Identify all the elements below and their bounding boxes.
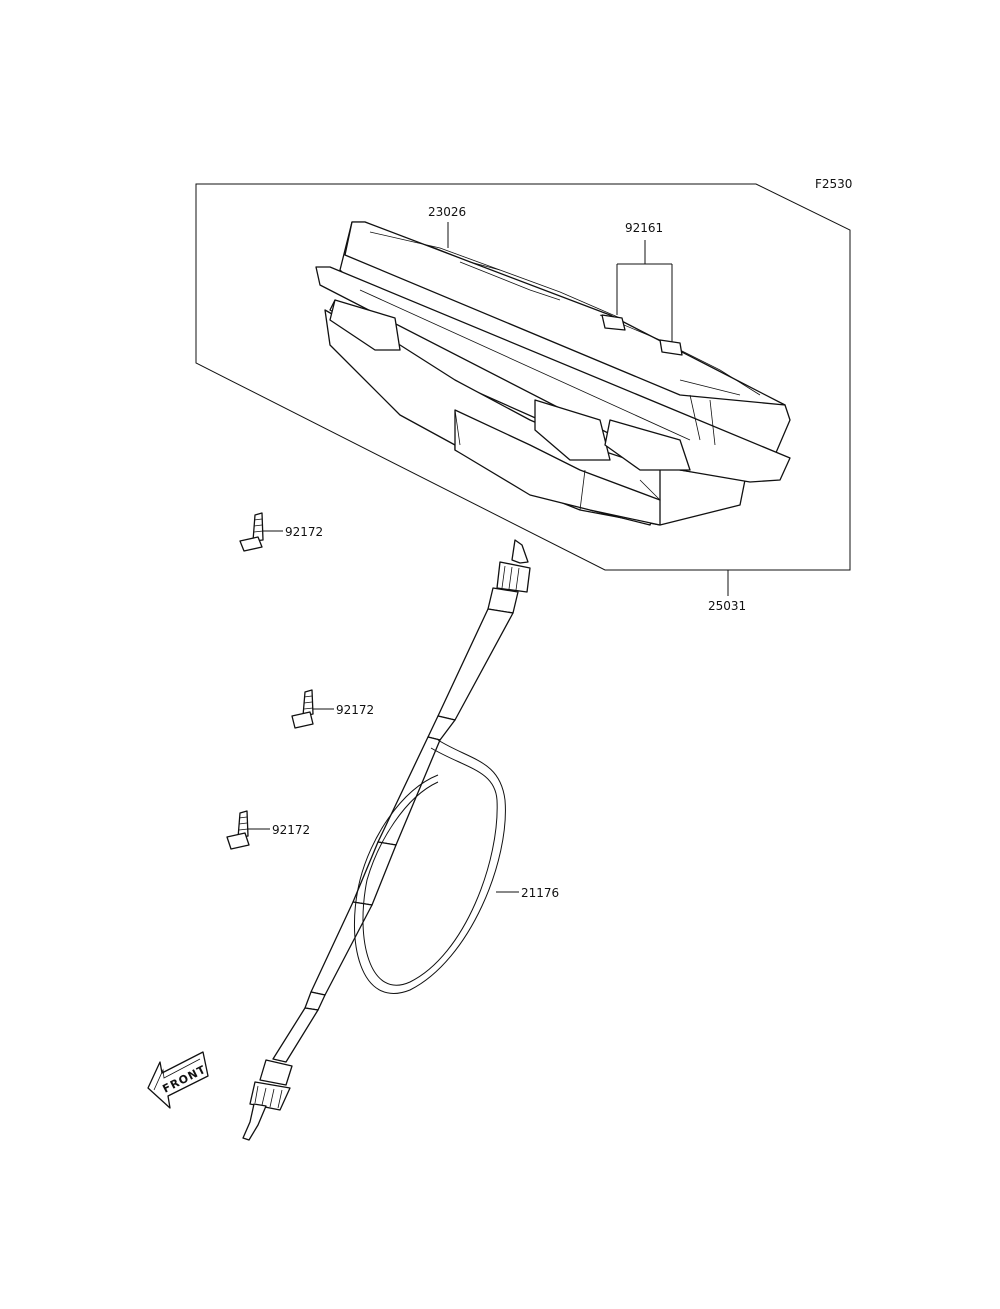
label-21176: 21176	[521, 886, 559, 900]
speedometer-cable	[242, 539, 531, 1141]
screw-icon	[291, 689, 314, 729]
label-92161: 92161	[625, 221, 663, 235]
front-arrow-icon: FRONT	[147, 1051, 209, 1109]
screw-icon	[239, 512, 264, 552]
figure-code: F2530	[815, 177, 852, 191]
screw-icon	[226, 810, 250, 850]
meter-assembly	[315, 221, 791, 526]
leader-92161	[616, 240, 673, 342]
label-92172-2: 92172	[336, 703, 374, 717]
label-92172-3: 92172	[272, 823, 310, 837]
label-92172-1: 92172	[285, 525, 323, 539]
label-23026: 23026	[428, 205, 466, 219]
assembly-frame	[195, 183, 851, 571]
label-25031: 25031	[708, 599, 746, 613]
